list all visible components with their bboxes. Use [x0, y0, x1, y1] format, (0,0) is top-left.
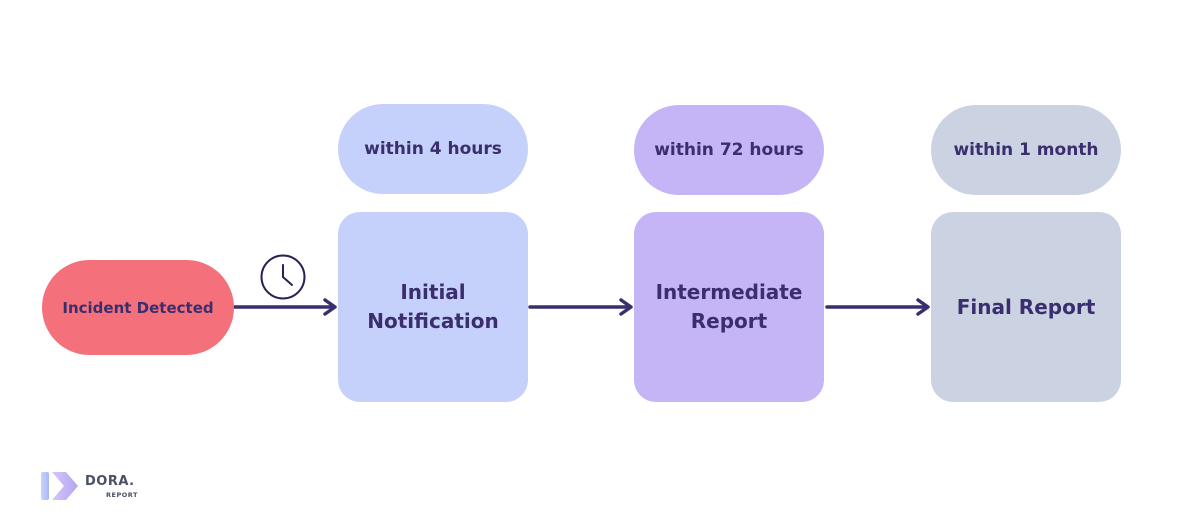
final-report-node: Final Report [931, 212, 1121, 402]
intermediate-report-label: Intermediate Report [655, 280, 803, 333]
timing-intermediate: within 72 hours [634, 105, 824, 195]
logo-subtitle: REPORT [106, 491, 138, 499]
incident-detected-label: Incident Detected [62, 298, 214, 317]
initial-notification-node: Initial Notification [338, 212, 528, 402]
final-report-label: Final Report [956, 294, 1096, 319]
timing-final: within 1 month [931, 105, 1121, 195]
incident-detected-node: Incident Detected [42, 260, 234, 355]
logo-name: DORA. [85, 474, 135, 489]
intermediate-report-node: Intermediate Report [634, 212, 824, 402]
timing-final-label: within 1 month [953, 140, 1099, 160]
timing-initial-label: within 4 hours [364, 139, 502, 159]
arrowhead-final [916, 298, 930, 316]
initial-notification-label: Initial Notification [367, 280, 499, 333]
clock-icon [260, 254, 306, 300]
timing-intermediate-label: within 72 hours [654, 140, 804, 160]
arrowhead-initial [323, 298, 337, 316]
arrowhead-intermediate [619, 298, 633, 316]
timing-initial: within 4 hours [338, 104, 528, 194]
dora-logo: DORA. REPORT [40, 470, 160, 502]
logo-mark-icon [41, 472, 78, 500]
